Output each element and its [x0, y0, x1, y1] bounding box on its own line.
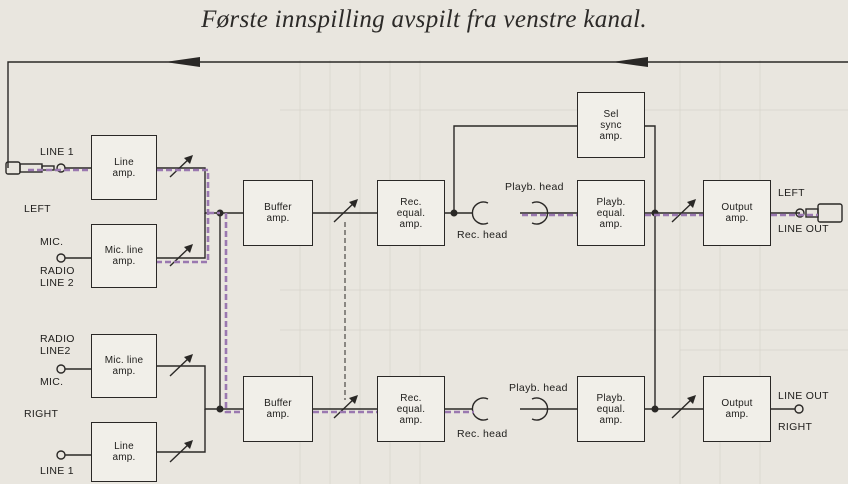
- label-playb-head-top: Playb. head: [505, 181, 564, 193]
- label-playb-head-bottom: Playb. head: [509, 382, 568, 394]
- block-label: Output amp.: [721, 398, 753, 420]
- buffer-amp-left: Buffer amp.: [243, 180, 313, 246]
- playb-equal-amp-left: Playb. equal. amp.: [577, 180, 645, 246]
- output-amp-left: Output amp.: [703, 180, 771, 246]
- rec-head-icon: [471, 397, 489, 421]
- arrow-left-icon: [165, 57, 200, 67]
- rec-head-icon: [471, 201, 489, 225]
- label-line1-left: LINE 1: [40, 146, 74, 158]
- jack-line-out-left: [795, 208, 805, 218]
- label-line1-right: LINE 1: [40, 465, 74, 477]
- arrow-left-icon: [612, 57, 648, 67]
- line-amp-right: Line amp.: [91, 422, 157, 482]
- jack-line-out-right: [794, 404, 804, 414]
- block-label: Sel sync amp.: [599, 108, 623, 142]
- block-label: Buffer amp.: [264, 202, 292, 224]
- block-label: Line amp.: [112, 156, 136, 179]
- block-label: Line amp.: [112, 441, 136, 463]
- block-label: Mic. line amp.: [104, 355, 144, 377]
- rec-equal-amp-left: Rec. equal. amp.: [377, 180, 445, 246]
- sel-sync-amp: Sel sync amp.: [577, 92, 645, 158]
- playb-equal-amp-right: Playb. equal. amp.: [577, 376, 645, 442]
- output-amp-right: Output amp.: [703, 376, 771, 442]
- label-left-output: LEFT: [778, 187, 805, 199]
- label-mic-right: MIC.: [40, 376, 64, 388]
- label-left-input: LEFT: [24, 203, 51, 215]
- buffer-amp-right: Buffer amp.: [243, 376, 313, 442]
- label-radio-line2-left: RADIO LINE 2: [40, 265, 75, 289]
- mic-line-amp-right: Mic. line amp.: [91, 334, 157, 398]
- label-right-output: RIGHT: [778, 421, 813, 433]
- block-label: Buffer amp.: [264, 398, 292, 420]
- block-label: Output amp.: [721, 202, 753, 224]
- plug-icon: [5, 161, 55, 175]
- signal-path: [28, 168, 818, 414]
- label-rec-head-bottom: Rec. head: [457, 428, 508, 440]
- feedback-wire: [7, 61, 848, 168]
- junction-dot: [216, 405, 224, 413]
- label-right-input: RIGHT: [24, 408, 59, 420]
- diagram-title: Første innspilling avspilt fra venstre k…: [201, 6, 647, 33]
- label-line-out-right: LINE OUT: [778, 390, 829, 402]
- block-label: Mic. line amp.: [104, 245, 144, 267]
- jack-radio-right: [56, 364, 66, 374]
- mic-line-amp-left: Mic. line amp.: [91, 224, 157, 288]
- label-rec-head-top: Rec. head: [457, 229, 508, 241]
- label-line-out-left: LINE OUT: [778, 223, 829, 235]
- rec-equal-amp-right: Rec. equal. amp.: [377, 376, 445, 442]
- plug-icon: [805, 203, 843, 223]
- label-mic-left: MIC.: [40, 236, 64, 248]
- line-amp-left: Line amp.: [91, 135, 157, 200]
- block-label: Rec. equal. amp.: [396, 392, 426, 426]
- background-grid: [280, 60, 848, 484]
- block-label: Rec. equal. amp.: [396, 196, 426, 230]
- block-label: Playb. equal. amp.: [596, 392, 626, 426]
- jack-line1-right: [56, 450, 66, 460]
- variable-arrow-icons: [169, 155, 696, 463]
- jack-mic-left: [56, 253, 66, 263]
- label-radio-line2-right: RADIO LINE2: [40, 333, 75, 357]
- block-label: Playb. equal. amp.: [596, 196, 626, 230]
